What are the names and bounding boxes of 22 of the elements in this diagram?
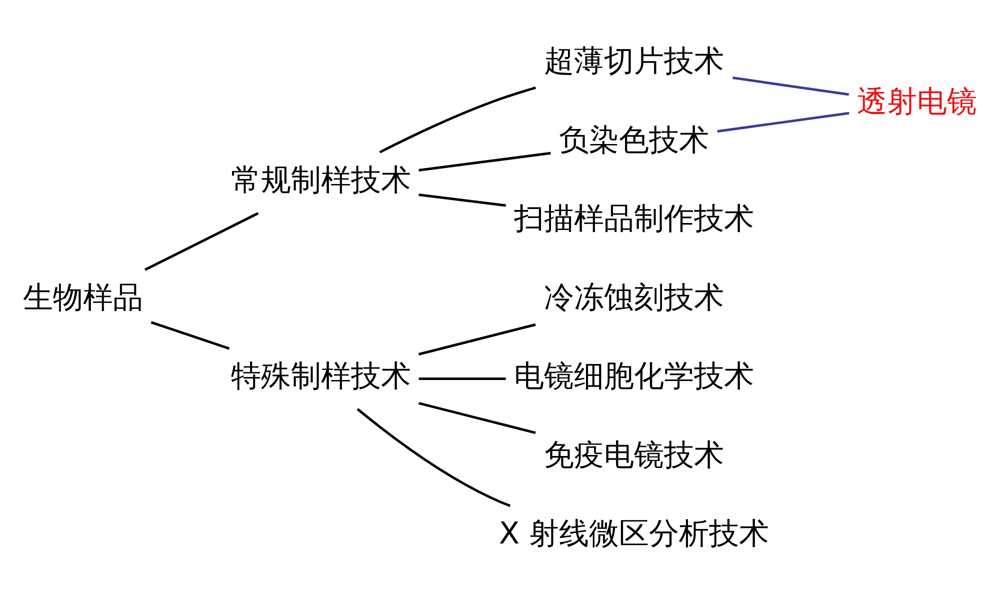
node-text: 负染色技术 bbox=[558, 122, 709, 158]
connector bbox=[150, 321, 230, 350]
connector bbox=[356, 408, 511, 508]
node-text: 常规制样技术 bbox=[230, 163, 411, 198]
connector bbox=[418, 193, 506, 207]
node-text: 电镜细胞化学技术 bbox=[514, 359, 754, 394]
node-text: 透射电镜 bbox=[857, 84, 978, 120]
node-text: 冷冻蚀刻技术 bbox=[544, 280, 724, 316]
connector bbox=[418, 323, 536, 356]
node-text: 免疫电镜技术 bbox=[544, 438, 724, 473]
connector bbox=[418, 402, 536, 434]
connector bbox=[418, 377, 506, 380]
connector bbox=[418, 152, 551, 172]
node-text: 特殊制样技术 bbox=[230, 359, 411, 394]
node-text: 生物样品 bbox=[22, 280, 143, 316]
connector bbox=[144, 212, 259, 271]
node-text: 超薄切片技术 bbox=[544, 44, 724, 80]
node-text: 扫描样品制作技术 bbox=[514, 202, 754, 237]
connector bbox=[717, 112, 850, 133]
connector bbox=[379, 86, 536, 154]
node-text: X 射线微区分析技术 bbox=[498, 516, 770, 552]
connector bbox=[732, 76, 850, 96]
